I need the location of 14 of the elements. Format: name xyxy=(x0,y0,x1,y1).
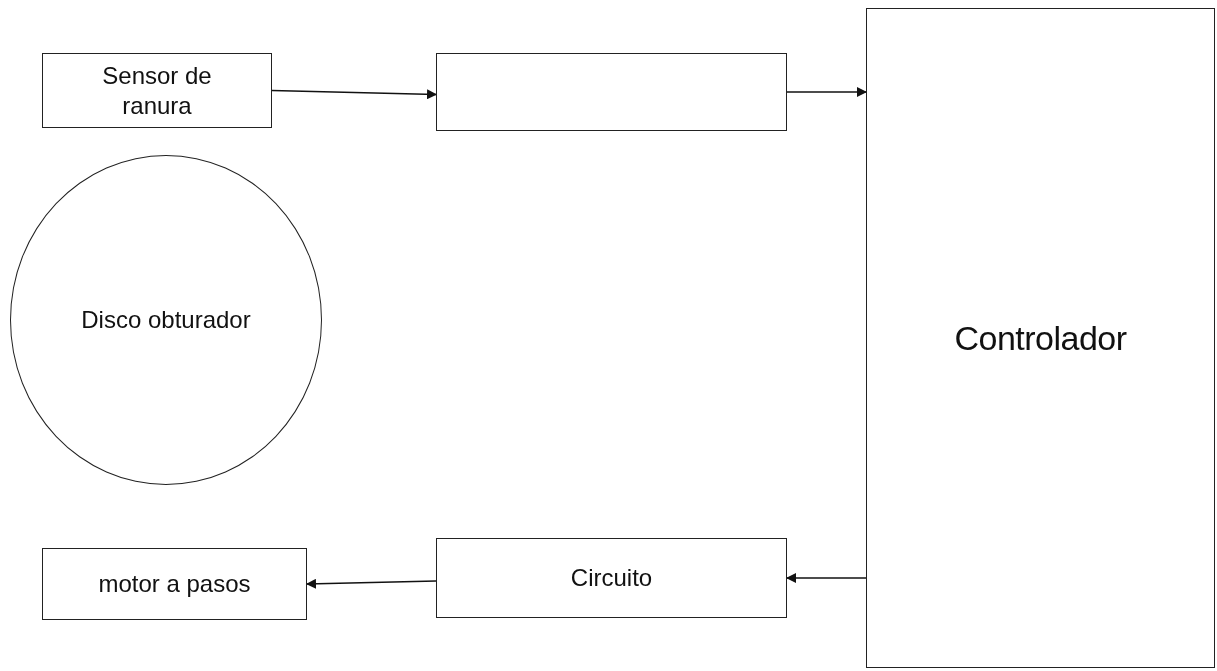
arrow xyxy=(786,87,867,97)
node-label: Controlador xyxy=(954,317,1127,359)
block-box xyxy=(436,538,787,618)
block-box xyxy=(42,548,307,620)
arrow xyxy=(306,578,437,589)
node-label: Sensor de ranura xyxy=(101,60,213,121)
arrow xyxy=(786,573,867,583)
block-box xyxy=(42,53,272,128)
node-label: motor a pasos xyxy=(98,569,251,599)
node-label: Circuito xyxy=(570,563,653,593)
block-box xyxy=(866,8,1215,668)
arrow xyxy=(271,89,437,100)
empty-box xyxy=(436,53,787,131)
node-label: Disco obturador xyxy=(81,305,251,335)
